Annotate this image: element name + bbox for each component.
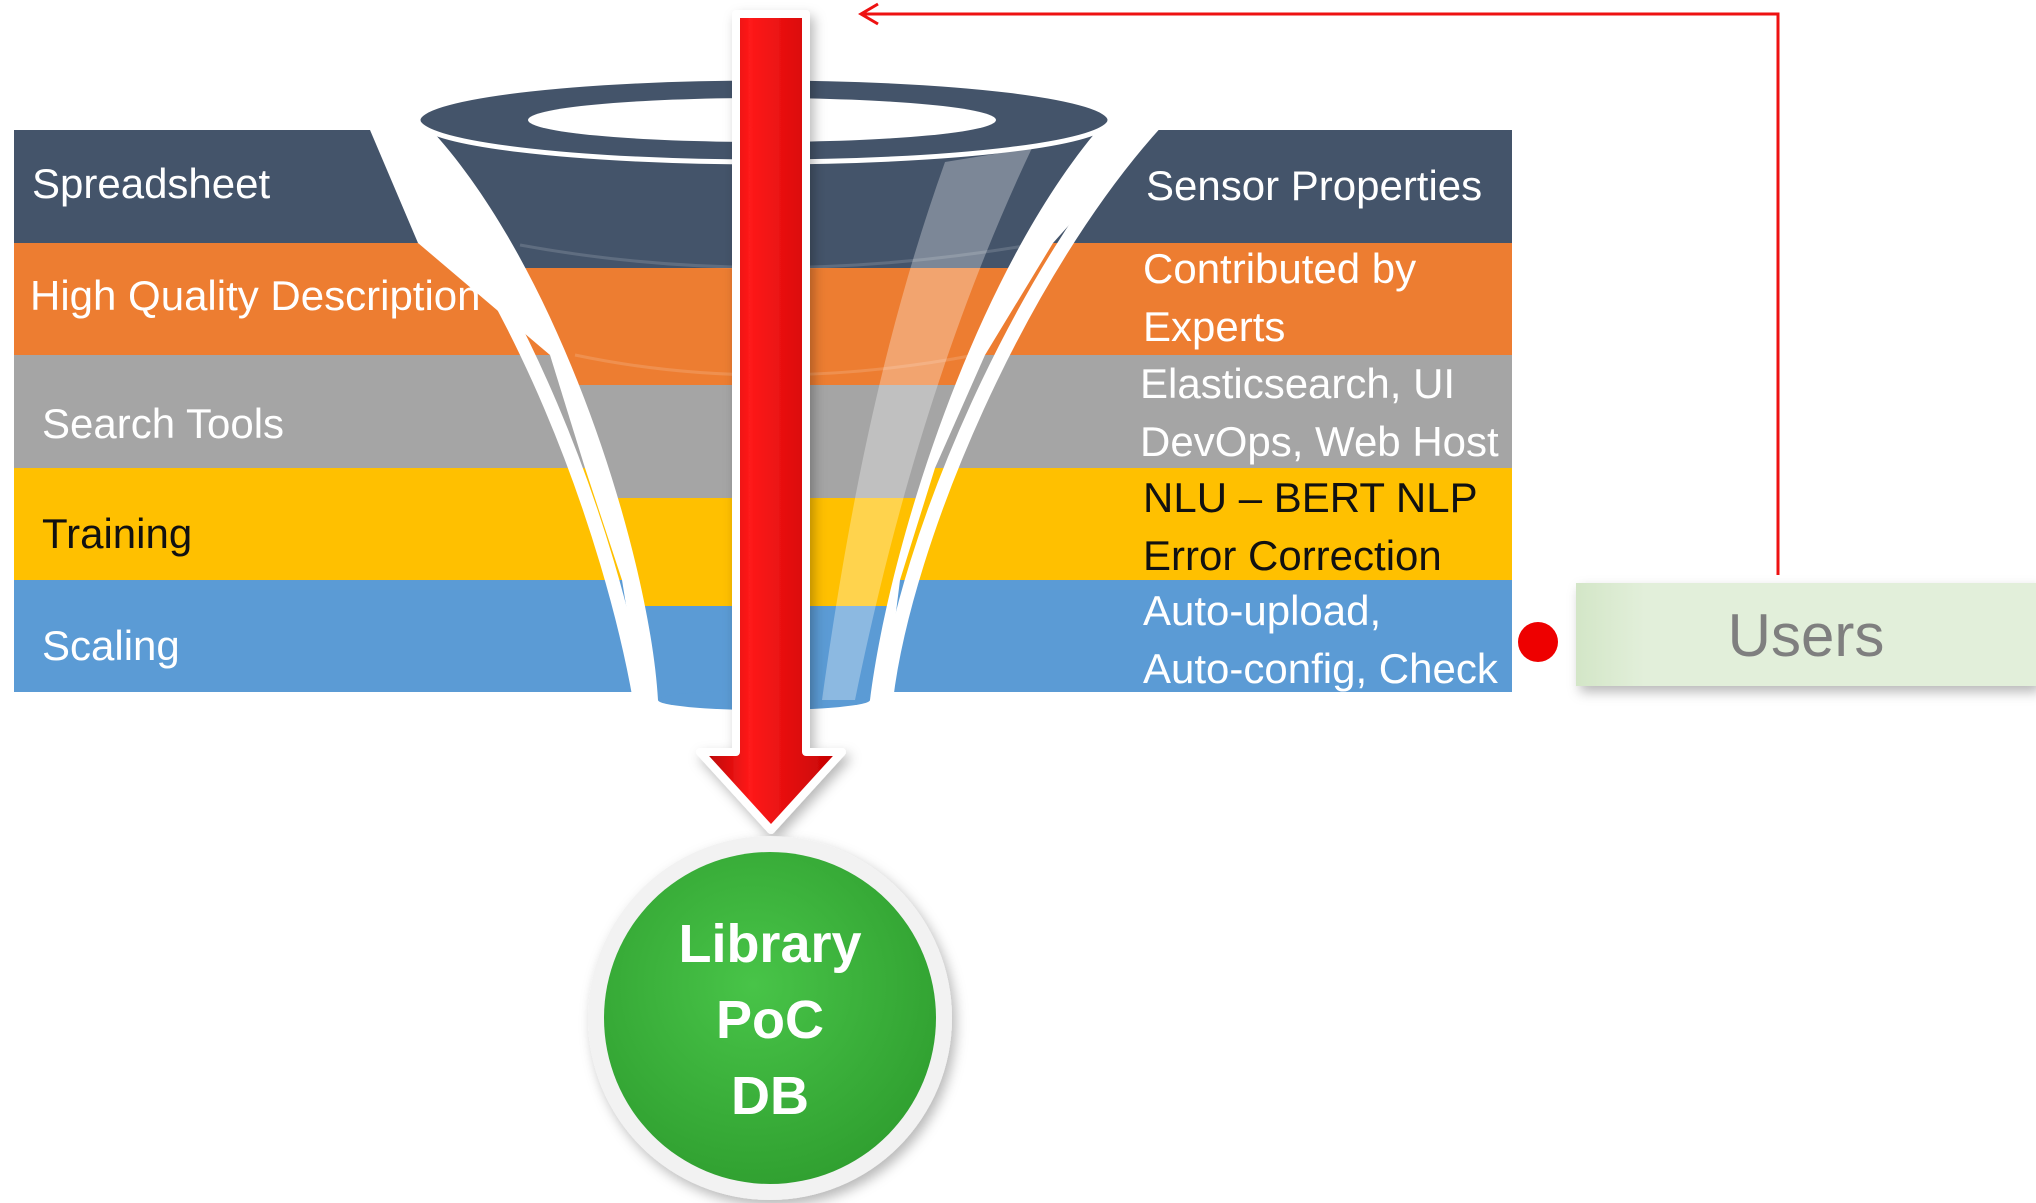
left-labels: Spreadsheet High Quality Description Sea… — [30, 160, 481, 669]
band-right-1 — [985, 243, 1512, 355]
funnel-right-edge — [879, 113, 1166, 701]
layer-bands — [14, 130, 1512, 692]
db-label-line-1: Library — [678, 914, 861, 974]
layer-detail-training-line-1: NLU – BERT NLP — [1143, 474, 1478, 521]
band-right-4 — [886, 580, 1512, 692]
right-labels: Sensor Properties Contributed by Experts… — [1140, 162, 1499, 692]
band-left-4 — [14, 580, 640, 692]
feedback-line — [862, 12, 1780, 575]
layer-detail-scaling-line-1: Auto-upload, — [1143, 587, 1381, 634]
users-label: Users — [1728, 602, 1885, 669]
users-box[interactable] — [1576, 583, 2036, 686]
band-right-2 — [935, 355, 1512, 468]
layer-detail-sensor-properties: Sensor Properties — [1146, 162, 1482, 209]
layer-label-scaling: Scaling — [42, 622, 180, 669]
layer-label-search-tools: Search Tools — [42, 400, 284, 447]
db-label-line-3: DB — [731, 1066, 809, 1126]
layer-label-high-quality-description: High Quality Description — [30, 272, 481, 319]
layer-detail-search-line-1: Elasticsearch, UI — [1140, 360, 1455, 407]
feedback-arrowhead — [858, 2, 879, 26]
library-db[interactable]: Library PoC DB — [588, 836, 952, 1200]
funnel-highlight — [822, 148, 1032, 700]
layer-detail-scaling-line-2: Auto-config, Check — [1143, 645, 1499, 692]
band-left-1 — [14, 243, 550, 355]
layer-label-spreadsheet: Spreadsheet — [32, 160, 271, 207]
band-left-0 — [14, 130, 418, 243]
flow-arrow — [696, 10, 846, 834]
layer-label-training: Training — [42, 510, 192, 557]
db-circle — [604, 852, 936, 1184]
band-left-2 — [14, 355, 585, 468]
band-left-3 — [14, 468, 622, 580]
layer-detail-contributed-line-2: Experts — [1143, 303, 1285, 350]
layer-detail-contributed-line-1: Contributed by — [1143, 245, 1416, 292]
db-label-line-2: PoC — [716, 990, 824, 1050]
users-connector-dot — [1518, 622, 1558, 662]
funnel-left-edge — [365, 113, 647, 702]
band-right-0 — [1053, 130, 1512, 243]
layer-detail-search-line-2: DevOps, Web Host — [1140, 418, 1499, 465]
layer-detail-training-line-2: Error Correction — [1143, 532, 1442, 579]
band-right-3 — [900, 468, 1512, 580]
